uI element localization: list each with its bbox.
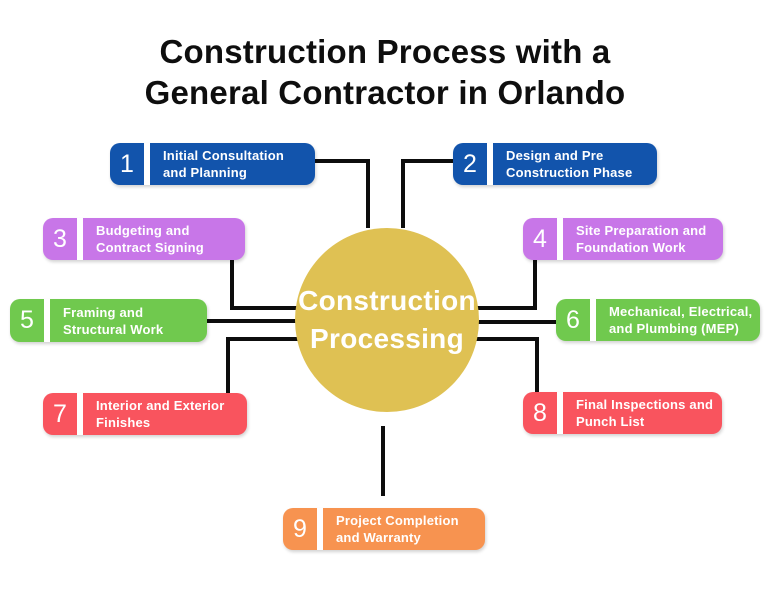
step-label-5: Framing and Structural Work <box>50 299 171 342</box>
step-stripe <box>317 508 323 550</box>
step-label-line: Framing and <box>63 304 144 320</box>
step-label-9: Project Completion and Warranty <box>323 508 467 550</box>
step-number-4: 4 <box>533 225 547 253</box>
step-stripe <box>590 299 596 341</box>
step-label-7: Interior and Exterior Finishes <box>83 393 232 435</box>
step-stripe <box>557 392 563 434</box>
page-title-line1: Construction Process with a <box>159 33 611 70</box>
step-box-8: 8 Final Inspections and Punch List <box>523 392 722 434</box>
step-label-line: Finishes <box>96 415 151 430</box>
step-label-4: Site Preparation and Foundation Work <box>563 218 714 260</box>
connector-step4-horizontal <box>472 306 537 310</box>
step-box-3: 3 Budgeting and Contract Signing <box>43 218 245 260</box>
step-label-line: Contract Signing <box>96 240 204 255</box>
connector-step7-horizontal <box>226 337 302 341</box>
connector-step6-horizontal <box>474 320 558 324</box>
step-label-6: Mechanical, Electrical, and Plumbing (ME… <box>596 299 760 341</box>
step-box-2: 2 Design and Pre Construction Phase <box>453 143 657 185</box>
step-number-6: 6 <box>566 306 580 334</box>
step-stripe <box>557 218 563 260</box>
connector-step2-vertical <box>401 159 405 228</box>
step-label-line: Interior and Exterior <box>96 398 225 413</box>
center-circle: Construction Processing <box>295 228 479 412</box>
step-stripe <box>487 143 493 185</box>
step-label-line: and Warranty <box>336 530 421 545</box>
step-box-9: 9 Project Completion and Warranty <box>283 508 485 550</box>
connector-step8-vertical <box>535 337 539 393</box>
connector-step7-vertical <box>226 337 230 394</box>
step-number-9: 9 <box>293 515 307 543</box>
step-label-line: and Planning <box>163 165 248 180</box>
connector-step8-horizontal <box>472 337 539 341</box>
center-circle-label-line2: Processing <box>310 323 464 354</box>
step-label-line: Structural Work <box>63 321 164 337</box>
step-number-7: 7 <box>53 400 67 428</box>
step-stripe <box>144 143 150 185</box>
step-box-5: 5 Framing and Structural Work <box>10 299 207 342</box>
connector-step4-vertical <box>533 258 537 310</box>
step-label-line: Mechanical, Electrical, <box>609 304 753 319</box>
step-label-1: Initial Consultation and Planning <box>150 143 292 185</box>
step-label-8: Final Inspections and Punch List <box>563 392 721 434</box>
step-label-line: Project Completion <box>336 513 459 528</box>
step-label-line: Budgeting and <box>96 223 190 238</box>
step-box-1: 1 Initial Consultation and Planning <box>110 143 315 185</box>
step-box-4: 4 Site Preparation and Foundation Work <box>523 218 723 260</box>
page-title: Construction Process with a General Cont… <box>0 31 770 113</box>
step-label-line: Design and Pre <box>506 148 604 163</box>
step-label-line: Site Preparation and <box>576 223 707 238</box>
step-label-line: Construction Phase <box>506 165 633 180</box>
center-circle-label-line1: Construction <box>298 285 476 316</box>
step-label-line: Foundation Work <box>576 240 686 255</box>
connector-step9-vertical <box>381 426 385 496</box>
step-stripe <box>77 218 83 260</box>
step-number-8: 8 <box>533 399 547 427</box>
connector-step5-horizontal <box>205 319 300 323</box>
step-label-line: Initial Consultation <box>163 148 284 163</box>
connector-step3-horizontal <box>230 306 302 310</box>
step-stripe <box>44 299 50 342</box>
connector-step1-horizontal <box>313 159 370 163</box>
step-number-2: 2 <box>463 150 477 178</box>
step-label-line: Punch List <box>576 414 645 429</box>
step-number-3: 3 <box>53 225 67 253</box>
step-number-5: 5 <box>20 306 34 334</box>
step-box-7: 7 Interior and Exterior Finishes <box>43 393 247 435</box>
page-title-line2: General Contractor in Orlando <box>144 74 626 111</box>
step-number-1: 1 <box>120 150 134 178</box>
step-label-line: and Plumbing (MEP) <box>609 321 739 336</box>
step-stripe <box>77 393 83 435</box>
step-label-2: Design and Pre Construction Phase <box>493 143 640 185</box>
connector-step3-vertical <box>230 258 234 310</box>
step-label-line: Final Inspections and <box>576 397 714 412</box>
connector-step1-vertical <box>366 159 370 228</box>
connector-step2-horizontal <box>401 159 455 163</box>
step-box-6: 6 Mechanical, Electrical, and Plumbing (… <box>556 299 760 341</box>
step-label-3: Budgeting and Contract Signing <box>83 218 212 260</box>
